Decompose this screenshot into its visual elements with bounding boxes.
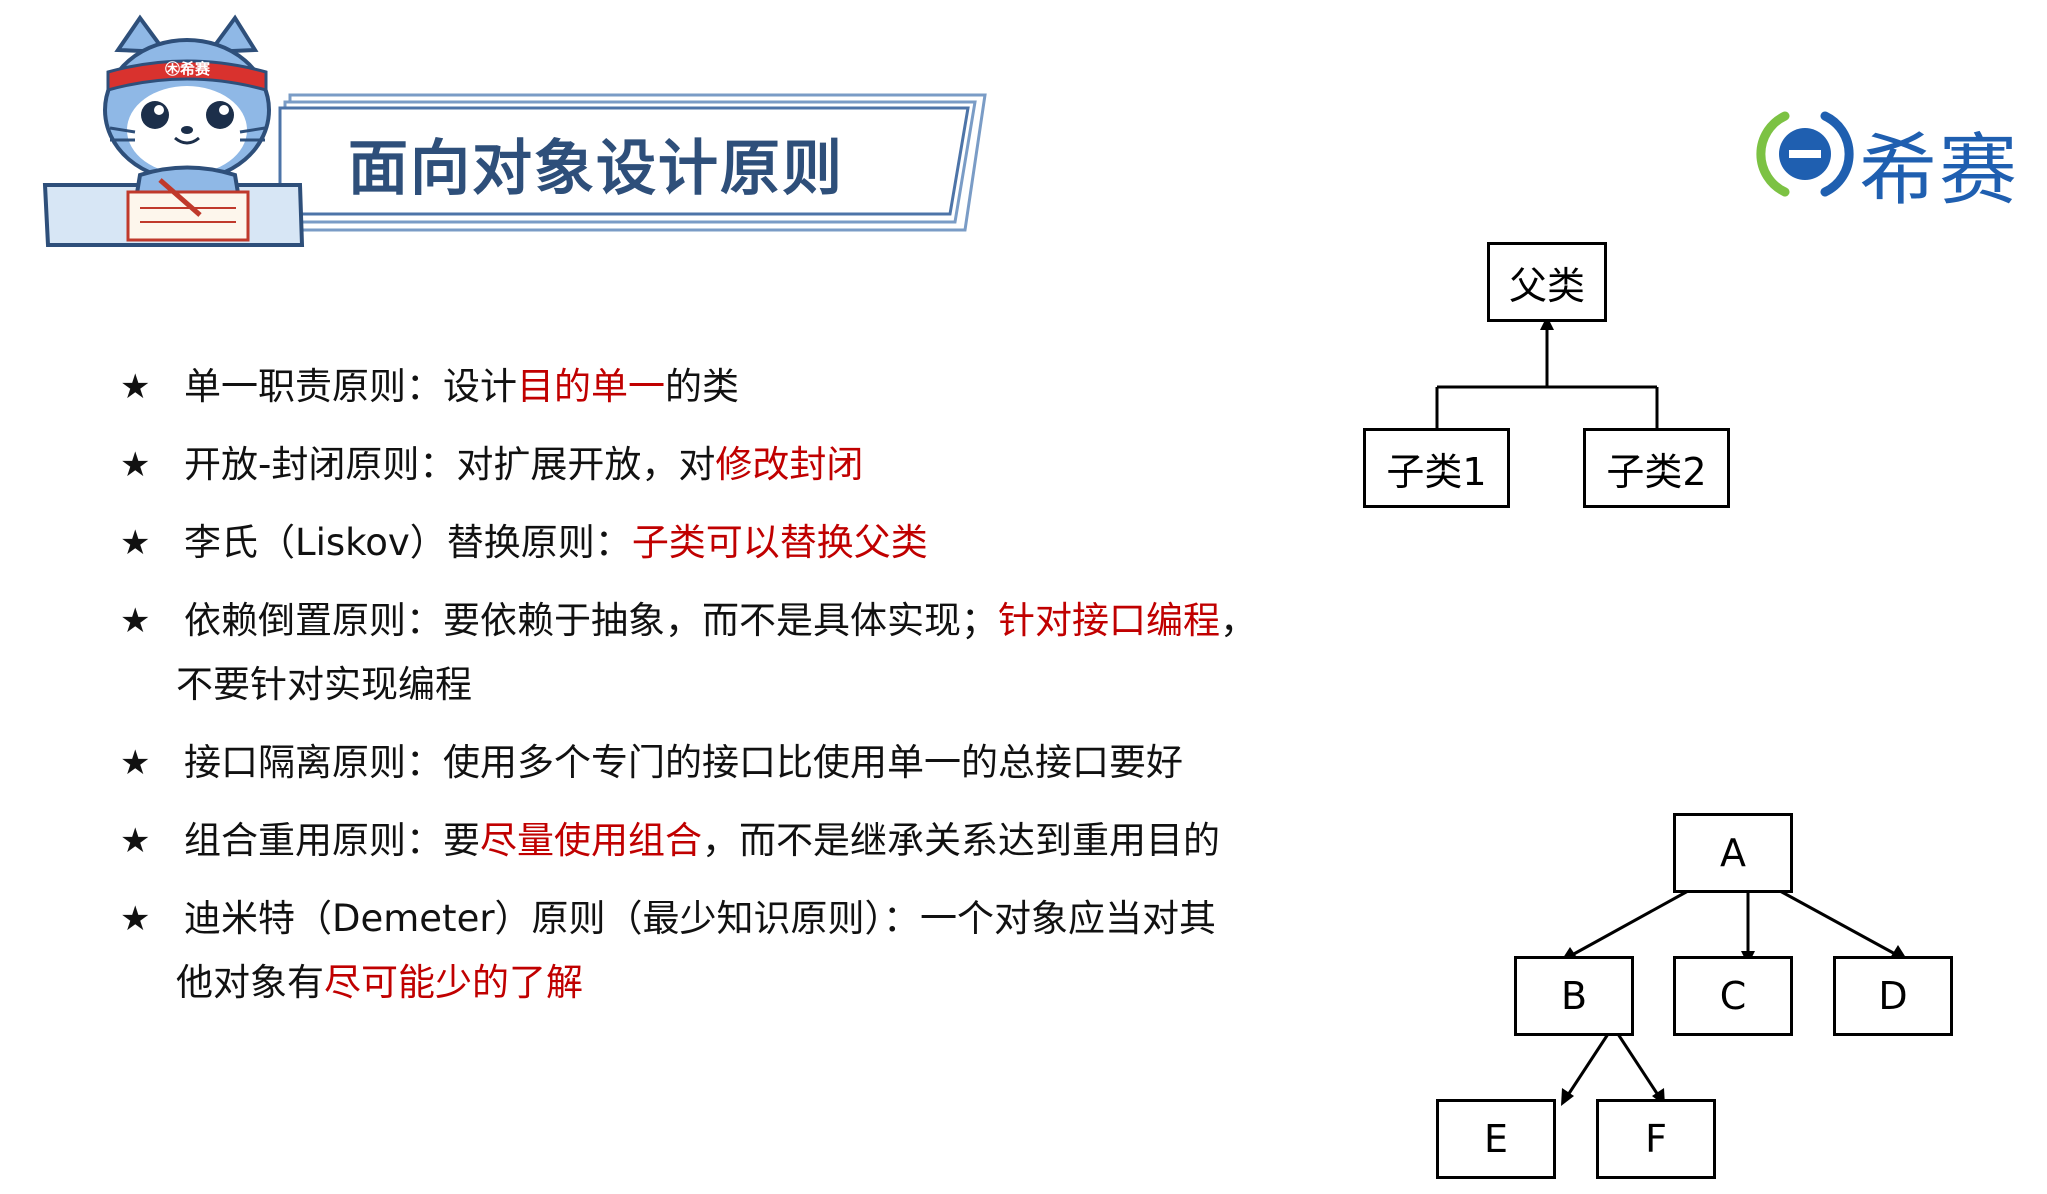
- principle-highlight: 尽量使用组合: [480, 819, 702, 862]
- star-bullet-icon: ★: [120, 601, 151, 641]
- tree-node-a: A: [1673, 813, 1793, 893]
- tree-node-d: D: [1833, 956, 1953, 1036]
- brand-logo-icon: [1756, 111, 1854, 197]
- principle-item: ★ 组合重用原则：要尽量使用组合，而不是继承关系达到重用目的: [120, 809, 1360, 873]
- brand-logo: 希赛: [1755, 100, 2040, 216]
- principle-text: 依赖倒置原则：要依赖于抽象，而不是具体实现；针对接口编程，: [184, 589, 1360, 653]
- principle-item: ★ 接口隔离原则：使用多个专门的接口比使用单一的总接口要好: [120, 731, 1360, 795]
- class-inheritance-diagram: 父类 子类1 子类2: [1360, 230, 1760, 530]
- principle-segment: ，而不是继承关系达到重用目的: [702, 819, 1220, 862]
- principle-segment: 迪米特（Demeter）原则（最少知识原则）：一个对象应当对其: [184, 897, 1217, 940]
- principle-segment: 开放-封闭原则：对扩展开放，对: [184, 443, 716, 486]
- principle-text: 开放-封闭原则：对扩展开放，对修改封闭: [184, 433, 1360, 497]
- star-bullet-icon: ★: [120, 821, 151, 861]
- principle-text: 迪米特（Demeter）原则（最少知识原则）：一个对象应当对其: [184, 887, 1360, 951]
- star-bullet-icon: ★: [120, 445, 151, 485]
- tree-node-f: F: [1596, 1099, 1716, 1179]
- principle-item: ★ 依赖倒置原则：要依赖于抽象，而不是具体实现；针对接口编程， 不要针对实现编程: [120, 589, 1360, 717]
- star-bullet-icon: ★: [120, 743, 151, 783]
- class-diagram-connectors: [1435, 316, 1659, 428]
- principle-text: 单一职责原则：设计目的单一的类: [184, 355, 1360, 419]
- page-title: 面向对象设计原则: [348, 134, 844, 204]
- class-box-parent: 父类: [1487, 242, 1607, 322]
- brand-logo-text: 希赛: [1859, 126, 2020, 216]
- tree-node-b: B: [1514, 956, 1634, 1036]
- class-box-child-1: 子类1: [1363, 428, 1510, 508]
- principle-segment: 不要针对实现编程: [176, 663, 472, 706]
- principle-continuation: 不要针对实现编程: [176, 653, 1360, 717]
- principle-segment: 依赖倒置原则：要依赖于抽象，而不是具体实现；: [184, 599, 998, 642]
- principles-list: ★ 单一职责原则：设计目的单一的类 ★ 开放-封闭原则：对扩展开放，对修改封闭 ★ 李氏（…: [120, 355, 1360, 1029]
- principle-segment: ，: [1220, 599, 1257, 642]
- principle-segment: 接口隔离原则：使用多个专门的接口比使用单一的总接口要好: [184, 741, 1183, 784]
- tree-node-e: E: [1436, 1099, 1556, 1179]
- principle-item: ★ 单一职责原则：设计目的单一的类: [120, 355, 1360, 419]
- star-bullet-icon: ★: [120, 367, 151, 407]
- object-tree-diagram: A B C D E F: [1420, 805, 1980, 1185]
- star-bullet-icon: ★: [120, 523, 151, 563]
- mascot-badge: ㊍希赛: [165, 60, 211, 78]
- principle-segment: 组合重用原则：要: [184, 819, 480, 862]
- class-box-child-2: 子类2: [1583, 428, 1730, 508]
- principle-highlight: 子类可以替换父类: [631, 521, 928, 564]
- tree-node-c: C: [1673, 956, 1793, 1036]
- principle-item: ★ 迪米特（Demeter）原则（最少知识原则）：一个对象应当对其他对象有尽可能少…: [120, 887, 1360, 1015]
- principle-highlight: 针对接口编程: [998, 599, 1220, 642]
- principle-segment: 单一职责原则：设计: [184, 365, 517, 408]
- principle-text: 组合重用原则：要尽量使用组合，而不是继承关系达到重用目的: [184, 809, 1360, 873]
- header-banner: [42, 14, 987, 247]
- principle-highlight: 尽可能少的了解: [324, 961, 583, 1004]
- principle-highlight: 目的单一: [517, 365, 665, 408]
- principle-text: 接口隔离原则：使用多个专门的接口比使用单一的总接口要好: [184, 731, 1360, 795]
- star-bullet-icon: ★: [120, 899, 151, 939]
- principle-segment: 的类: [665, 365, 739, 408]
- principle-item: ★ 开放-封闭原则：对扩展开放，对修改封闭: [120, 433, 1360, 497]
- principle-continuation: 他对象有尽可能少的了解: [176, 951, 1360, 1015]
- principle-highlight: 修改封闭: [715, 443, 864, 486]
- principle-text: 李氏（Liskov）替换原则：子类可以替换父类: [184, 511, 1360, 575]
- principle-segment: 李氏（Liskov）替换原则：: [184, 521, 632, 564]
- principle-item: ★ 李氏（Liskov）替换原则：子类可以替换父类: [120, 511, 1360, 575]
- principle-segment: 他对象有: [176, 961, 324, 1004]
